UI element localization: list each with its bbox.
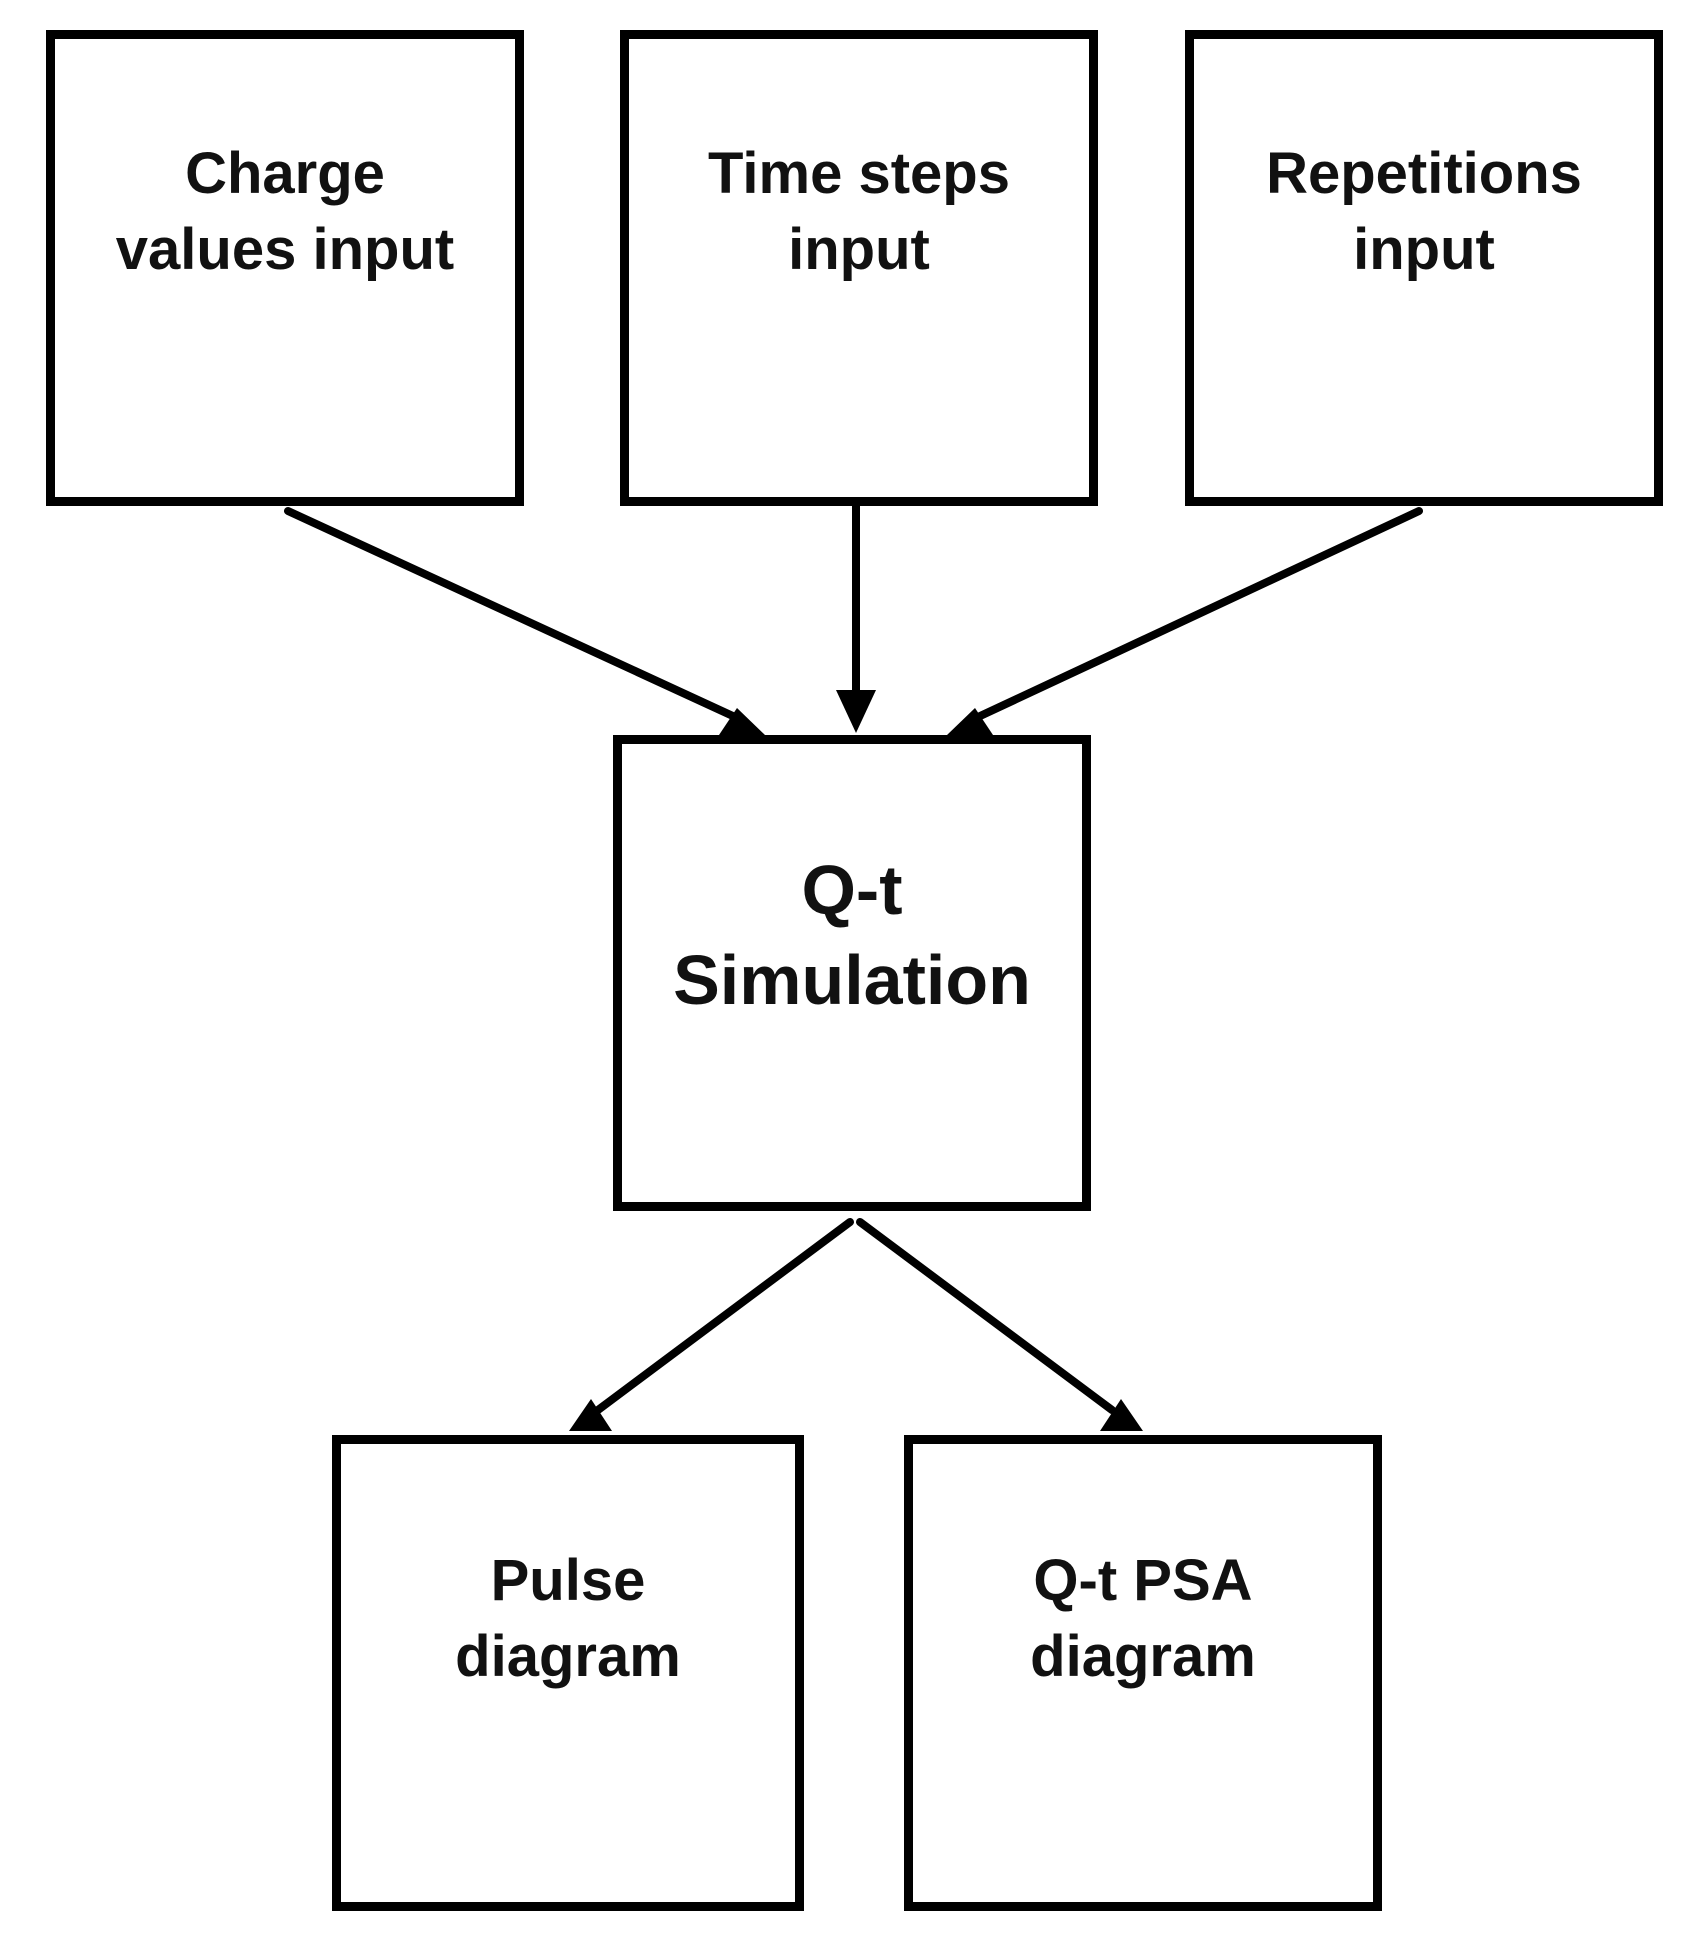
edge-charge-to-simulation xyxy=(284,507,739,721)
charge-values-input-label: Charge values input xyxy=(115,141,455,282)
repetitions-input-box: Repetitions input xyxy=(1185,30,1663,506)
arrowhead-charge xyxy=(719,708,765,735)
pulse-diagram-label: Pulse diagram xyxy=(455,1548,681,1689)
edge-simulation-to-pulse xyxy=(594,1218,854,1414)
qt-psa-diagram-box: Q-t PSA diagram xyxy=(904,1435,1382,1911)
qt-simulation-box: Q-t Simulation xyxy=(613,735,1091,1211)
arrowhead-psa xyxy=(1100,1399,1143,1431)
edge-simulation-to-psa xyxy=(856,1218,1116,1414)
charge-values-input-box: Charge values input xyxy=(46,30,524,506)
pulse-diagram-box: Pulse diagram xyxy=(332,1435,804,1911)
time-steps-input-label: Time steps input xyxy=(708,141,1010,282)
time-steps-input-box: Time steps input xyxy=(620,30,1098,506)
arrowhead-pulse xyxy=(569,1399,612,1431)
qt-psa-diagram-label: Q-t PSA diagram xyxy=(1030,1548,1256,1689)
arrowhead-time xyxy=(836,690,876,733)
arrowhead-repetitions xyxy=(947,708,993,735)
qt-simulation-label: Q-t Simulation xyxy=(673,850,1031,1019)
repetitions-input-label: Repetitions input xyxy=(1266,141,1582,282)
edge-repetitions-to-simulation xyxy=(974,507,1423,721)
